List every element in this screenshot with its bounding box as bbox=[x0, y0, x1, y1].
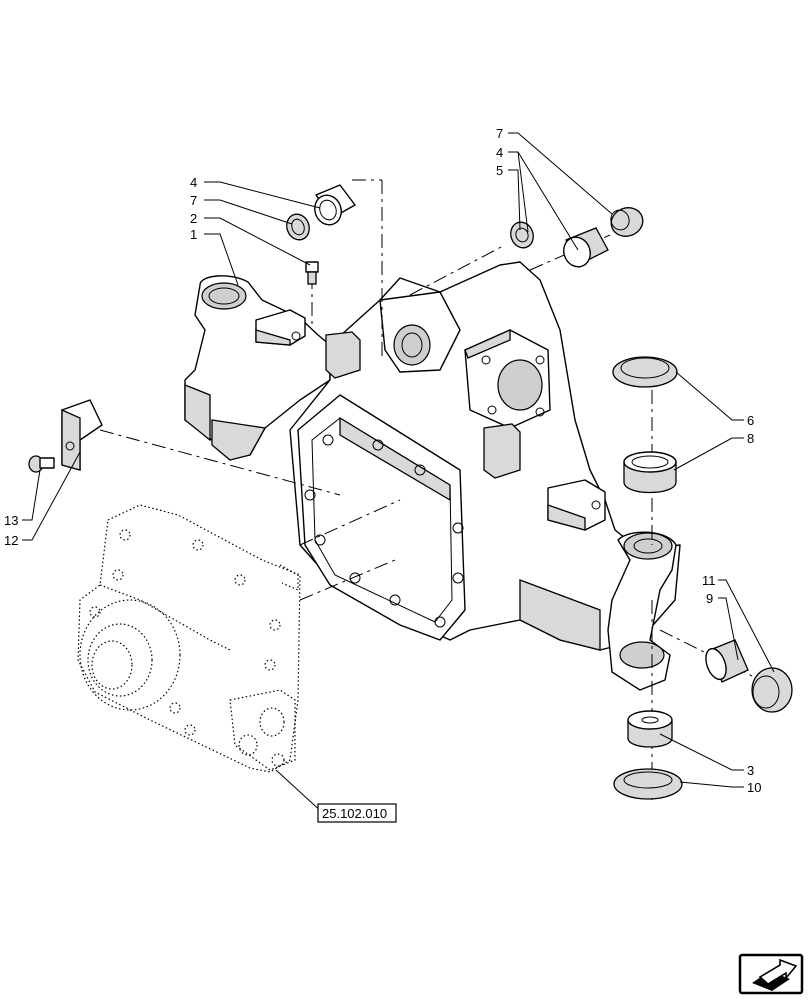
callout-labels: 4 7 2 1 7 4 5 6 8 11 9 3 10 13 12 bbox=[4, 126, 761, 795]
leader-lines bbox=[22, 132, 775, 815]
reference-gearbox-housing bbox=[77, 504, 301, 773]
grease-nipple bbox=[305, 261, 319, 285]
reference-link-box[interactable]: 25.102.010 bbox=[317, 803, 397, 823]
bushing-upper-left bbox=[314, 184, 356, 226]
bolt-13 bbox=[28, 455, 55, 473]
callout-4: 4 bbox=[496, 145, 503, 160]
bushing-9 bbox=[705, 639, 749, 683]
callout-9: 9 bbox=[706, 591, 713, 606]
seal-ring-upper-right bbox=[510, 221, 534, 249]
seal-ring-upper-left bbox=[286, 213, 310, 241]
callout-2: 2 bbox=[190, 211, 197, 226]
callout-6: 6 bbox=[747, 413, 754, 428]
callout-11: 11 bbox=[702, 573, 716, 588]
washer-10 bbox=[613, 768, 683, 800]
bushing-8 bbox=[623, 451, 677, 494]
bracket-12 bbox=[61, 399, 103, 471]
callout-1: 1 bbox=[190, 227, 197, 242]
callout-13: 13 bbox=[4, 513, 18, 528]
callout-3: 3 bbox=[747, 763, 754, 778]
callout-4: 4 bbox=[190, 175, 197, 190]
cap-upper-right bbox=[610, 207, 644, 237]
washer-6 bbox=[612, 356, 678, 388]
seal-ring-11 bbox=[751, 667, 793, 713]
reference-label: 25.102.010 bbox=[322, 806, 387, 821]
callout-7: 7 bbox=[496, 126, 503, 141]
callout-10: 10 bbox=[747, 780, 761, 795]
callout-7: 7 bbox=[190, 193, 197, 208]
bushing-3 bbox=[627, 710, 673, 748]
bushing-upper-right bbox=[563, 227, 609, 268]
next-page-arrow-icon[interactable] bbox=[738, 953, 804, 995]
callout-8: 8 bbox=[747, 431, 754, 446]
callout-5: 5 bbox=[496, 163, 503, 178]
callout-12: 12 bbox=[4, 533, 18, 548]
main-axle-housing bbox=[184, 261, 681, 691]
